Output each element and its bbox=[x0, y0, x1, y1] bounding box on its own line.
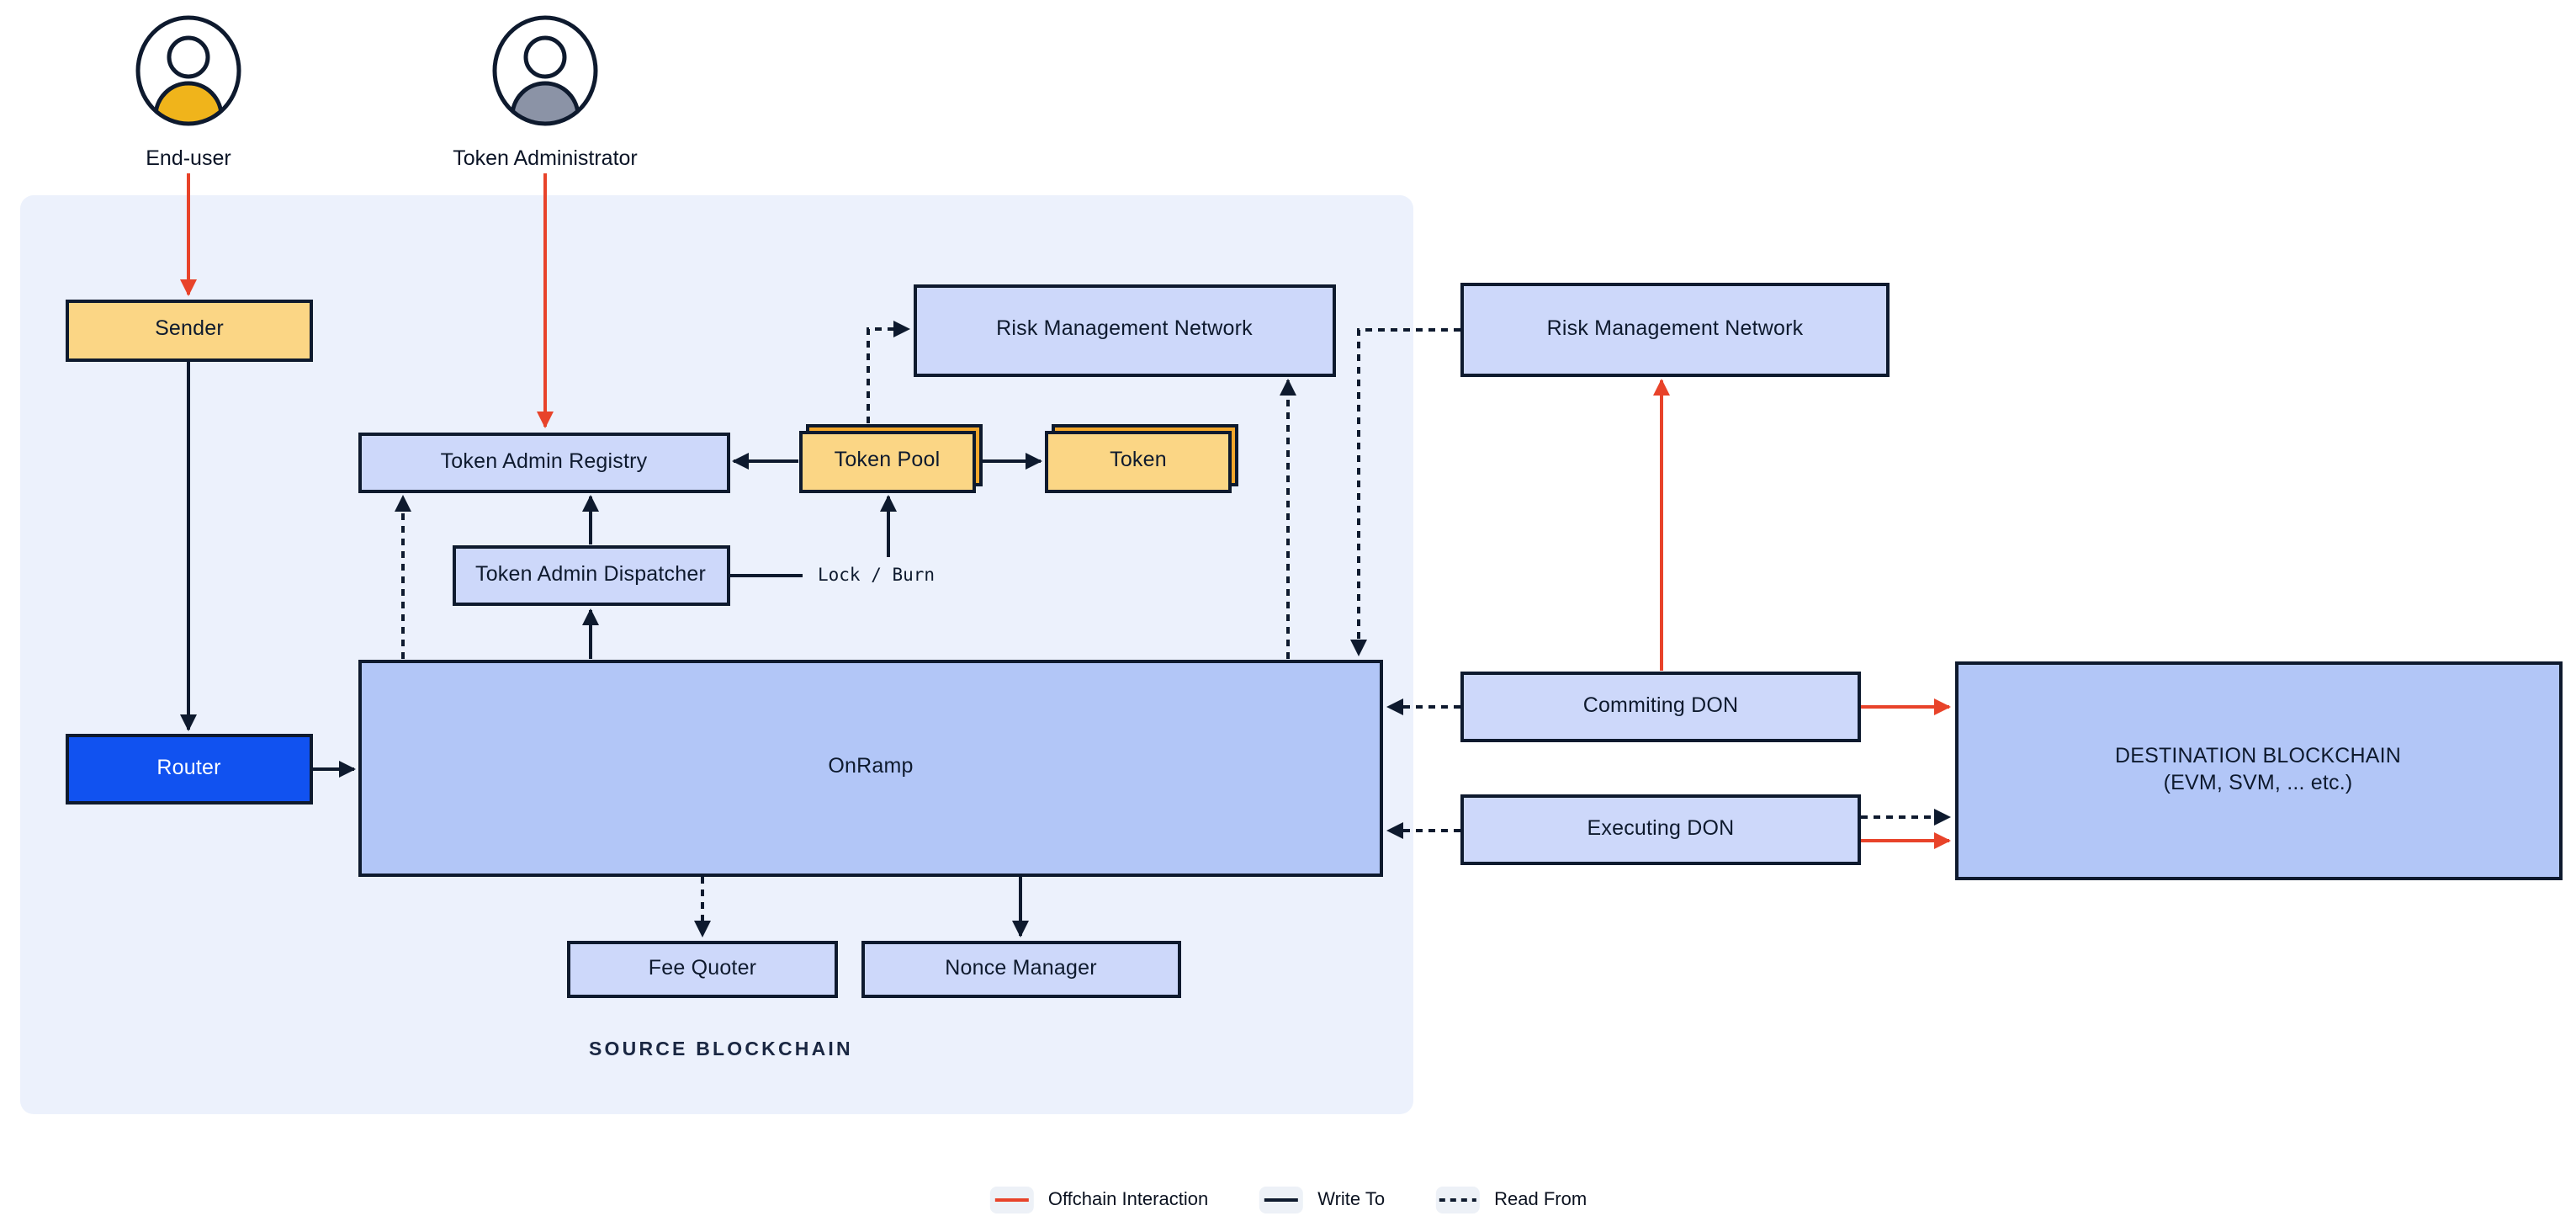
node-token-admin-registry: Token Admin Registry bbox=[358, 432, 729, 492]
node-router-label: Router bbox=[156, 755, 221, 779]
legend-write-label: Write To bbox=[1317, 1190, 1386, 1210]
node-token: Token bbox=[1045, 431, 1232, 492]
node-fee-quoter: Fee Quoter bbox=[567, 940, 838, 998]
read-line-swatch-icon bbox=[1435, 1187, 1480, 1213]
token-administrator-avatar bbox=[492, 15, 598, 126]
node-commiting-don: Commiting DON bbox=[1460, 671, 1861, 742]
node-rmn-offchain: Risk Management Network bbox=[1460, 282, 1890, 377]
node-token-admin-dispatcher-label: Token Admin Dispatcher bbox=[475, 561, 706, 586]
legend-item-read: Read From bbox=[1435, 1187, 1587, 1213]
node-sender: Sender bbox=[66, 300, 313, 361]
node-token-admin-dispatcher: Token Admin Dispatcher bbox=[452, 544, 729, 606]
node-token-pool: Token Pool bbox=[798, 431, 976, 492]
node-router: Router bbox=[66, 733, 312, 805]
legend: Offchain Interaction Write To Read From bbox=[989, 1187, 1587, 1213]
legend-item-offchain: Offchain Interaction bbox=[989, 1187, 1208, 1213]
offchain-line-swatch-icon bbox=[989, 1187, 1033, 1213]
end-user-avatar bbox=[135, 15, 241, 126]
node-fee-quoter-label: Fee Quoter bbox=[648, 955, 757, 980]
node-destination-blockchain-title: DESTINATION BLOCKCHAIN bbox=[2114, 743, 2402, 767]
node-destination-blockchain: DESTINATION BLOCKCHAIN (EVM, SVM, ... et… bbox=[1954, 661, 2562, 879]
node-destination-blockchain-subtitle: (EVM, SVM, ... etc.) bbox=[2163, 770, 2353, 794]
legend-offchain-label: Offchain Interaction bbox=[1047, 1190, 1209, 1210]
node-onramp-label: OnRamp bbox=[828, 754, 914, 778]
write-line-swatch-icon bbox=[1259, 1187, 1303, 1213]
legend-read-label: Read From bbox=[1494, 1190, 1587, 1210]
node-onramp: OnRamp bbox=[358, 659, 1383, 877]
end-user-label: End-user bbox=[146, 146, 231, 170]
node-commiting-don-label: Commiting DON bbox=[1582, 693, 1739, 717]
node-token-pool-label: Token Pool bbox=[834, 448, 941, 472]
node-rmn-offchain-label: Risk Management Network bbox=[1546, 316, 1804, 340]
node-nonce-manager: Nonce Manager bbox=[861, 940, 1181, 998]
node-rmn-source: Risk Management Network bbox=[913, 284, 1336, 376]
legend-item-write: Write To bbox=[1259, 1187, 1385, 1213]
node-token-admin-registry-label: Token Admin Registry bbox=[440, 449, 648, 473]
node-executing-don: Executing DON bbox=[1460, 794, 1861, 865]
node-rmn-source-label: Risk Management Network bbox=[996, 316, 1253, 341]
node-token-label: Token bbox=[1110, 448, 1167, 472]
node-nonce-manager-label: Nonce Manager bbox=[945, 955, 1097, 980]
token-administrator-label: Token Administrator bbox=[453, 146, 638, 170]
node-executing-don-label: Executing DON bbox=[1587, 815, 1735, 840]
node-sender-label: Sender bbox=[155, 316, 224, 341]
